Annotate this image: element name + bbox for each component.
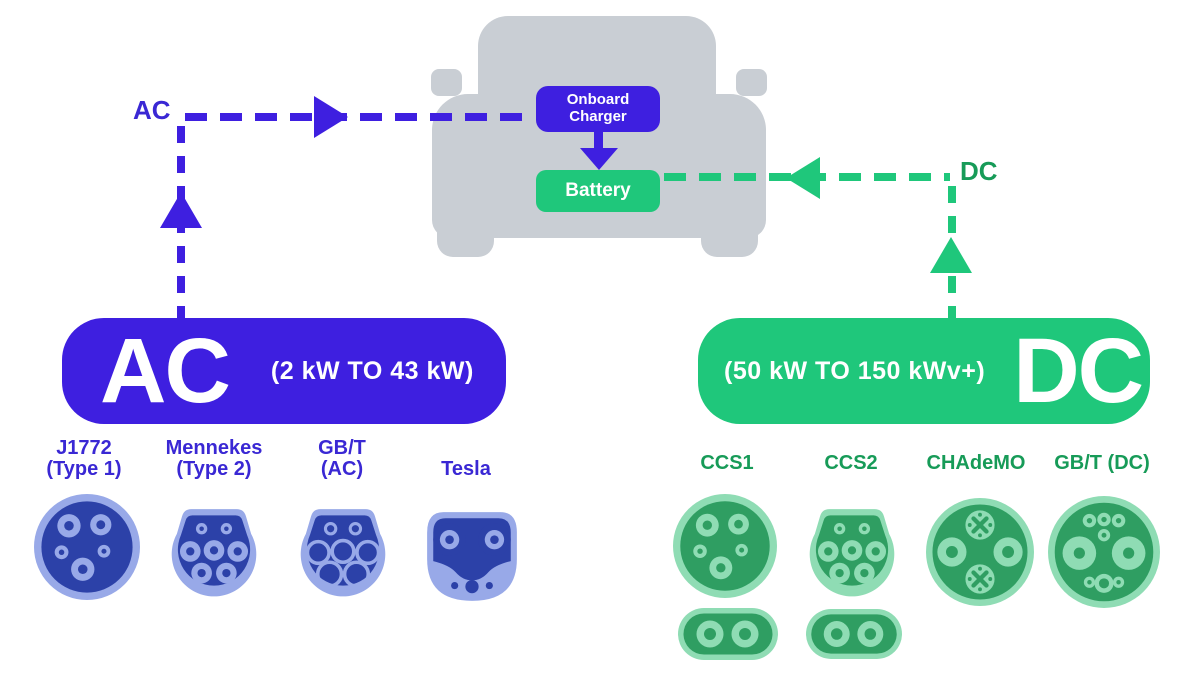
label-ccs2: CCS2 (824, 452, 878, 474)
dc-panel: (50 kW TO 150 kWv+) DC (698, 318, 1150, 424)
ccs2-connector-icon (800, 505, 904, 603)
dc-arrow-left-icon (786, 157, 820, 199)
label-mennekes: Mennekes (Type 2) (165, 437, 263, 480)
ac-flow-label: AC (133, 95, 171, 125)
charger-to-battery-arrow-icon (580, 148, 618, 170)
ac-arrow-up-icon (160, 192, 202, 228)
gbt-dc-connector-icon (1048, 494, 1160, 610)
ccs1-connector-icon (673, 494, 777, 598)
ac-panel: AC (2 kW TO 43 kW) (62, 318, 506, 424)
dc-flow-label: DC (960, 156, 998, 186)
j1772-connector-icon (34, 494, 140, 600)
chademo-connector-icon (926, 496, 1034, 608)
car-wheel-left (437, 227, 494, 257)
ac-arrow-right-icon (314, 96, 348, 138)
dc-panel-title: DC (1013, 320, 1144, 422)
ccs1-dc-pins-icon (678, 608, 778, 660)
car-wheel-right (701, 227, 758, 257)
label-j1772: J1772 (Type 1) (46, 437, 122, 480)
car-mirror-right (736, 69, 767, 96)
charger-to-battery-line (594, 130, 603, 148)
ac-panel-title: AC (100, 320, 231, 422)
ac-dashed-line-horizontal (185, 113, 535, 121)
label-gbt-dc: GB/T (DC) (1054, 452, 1150, 474)
tesla-connector-icon (421, 508, 523, 605)
dc-panel-power-range: (50 kW TO 150 kWv+) (724, 356, 986, 385)
ac-panel-power-range: (2 kW TO 43 kW) (270, 356, 474, 385)
onboard-charger-box: Onboard Charger (536, 86, 660, 132)
label-tesla: Tesla (441, 458, 491, 480)
car-mirror-left (431, 69, 462, 96)
label-chademo: CHAdeMO (926, 452, 1026, 474)
dc-arrow-up-icon (930, 237, 972, 273)
label-ccs1: CCS1 (700, 452, 754, 474)
label-gbt-ac: GB/T (AC) (318, 437, 366, 480)
gbt-ac-connector-icon (291, 505, 395, 603)
mennekes-connector-icon (162, 505, 266, 603)
ccs2-dc-pins-icon (806, 607, 902, 661)
battery-box: Battery (536, 170, 660, 212)
